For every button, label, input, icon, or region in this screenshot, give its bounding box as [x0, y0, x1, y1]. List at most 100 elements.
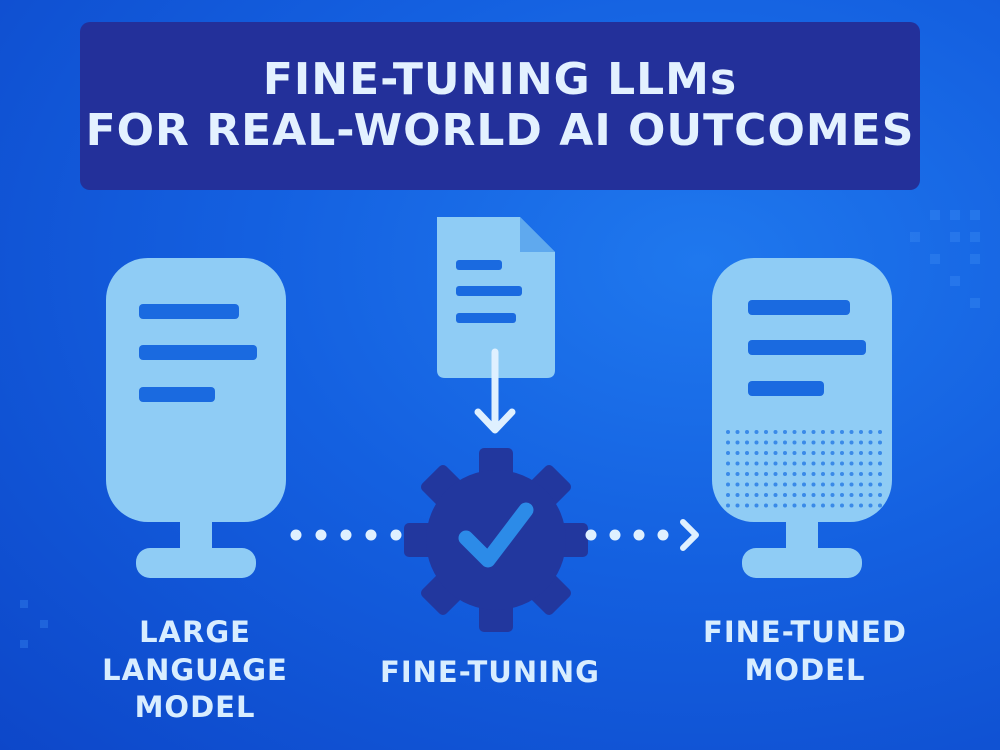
- gear-check-icon: [404, 448, 588, 632]
- dot: [764, 482, 768, 487]
- dot: [792, 503, 797, 508]
- dot: [745, 472, 749, 476]
- dot: [792, 472, 797, 476]
- dot: [878, 493, 882, 497]
- dot: [802, 472, 806, 476]
- fine-tuned-model-label: FINE-TUNED MODEL: [703, 615, 907, 687]
- dot: [830, 493, 835, 497]
- dot: [849, 493, 854, 497]
- dot: [773, 461, 778, 466]
- dot: [783, 430, 787, 434]
- dot: [745, 451, 749, 455]
- dot: [840, 503, 844, 508]
- dot: [726, 493, 730, 497]
- dot: [868, 451, 873, 455]
- dot: [811, 461, 816, 466]
- dot: [792, 451, 797, 455]
- dot: [878, 440, 882, 445]
- dot: [830, 440, 835, 445]
- dot: [792, 493, 797, 497]
- dot: [726, 503, 730, 508]
- dot: [849, 461, 854, 466]
- dot: [821, 451, 825, 455]
- dot: [821, 493, 825, 497]
- dot: [878, 451, 882, 455]
- dot: [859, 503, 863, 508]
- dot: [792, 440, 797, 445]
- dot: [792, 430, 797, 434]
- dot: [830, 430, 835, 434]
- down-arrow-icon: [474, 348, 516, 434]
- dot: [745, 430, 749, 434]
- dot: [735, 472, 740, 476]
- dot: [878, 430, 882, 434]
- title-line-1: FINE-TUNING LLMs: [262, 54, 738, 106]
- dot: [868, 461, 873, 466]
- dot: [849, 440, 854, 445]
- dot: [821, 440, 825, 445]
- dot: [830, 503, 835, 508]
- dot: [802, 503, 806, 508]
- dot: [811, 472, 816, 476]
- dot: [754, 472, 759, 476]
- dot: [783, 440, 787, 445]
- dot: [726, 451, 730, 455]
- dot: [868, 472, 873, 476]
- dot: [840, 430, 844, 434]
- dot: [726, 430, 730, 434]
- dot: [754, 451, 759, 455]
- dot: [735, 440, 740, 445]
- dot: [783, 503, 787, 508]
- title-line-2: FOR REAL-WORLD AI OUTCOMES: [85, 105, 915, 156]
- dot: [859, 440, 863, 445]
- dot: [878, 472, 882, 476]
- llm-label: LARGE LANGUAGE MODEL: [102, 615, 288, 725]
- dot: [773, 451, 778, 455]
- dot: [859, 472, 863, 476]
- dot: [878, 503, 882, 508]
- dot: [849, 503, 854, 508]
- dot: [754, 440, 759, 445]
- dot: [811, 451, 816, 455]
- dot: [783, 472, 787, 476]
- dot: [821, 461, 825, 466]
- dot: [811, 493, 816, 497]
- dot: [773, 493, 778, 497]
- dot: [840, 440, 844, 445]
- dot: [868, 430, 873, 434]
- dot-pattern: [726, 430, 882, 508]
- dot: [830, 451, 835, 455]
- dot: [878, 482, 882, 487]
- dot: [868, 493, 873, 497]
- dot: [754, 430, 759, 434]
- dot: [745, 503, 749, 508]
- dot: [764, 472, 768, 476]
- dot: [849, 482, 854, 487]
- dot: [840, 482, 844, 487]
- dot: [821, 430, 825, 434]
- dot: [802, 451, 806, 455]
- dot: [830, 472, 835, 476]
- dot: [783, 482, 787, 487]
- dot: [868, 440, 873, 445]
- dot: [840, 472, 844, 476]
- dot: [868, 482, 873, 487]
- dot: [764, 440, 768, 445]
- dot: [745, 440, 749, 445]
- dotted-connector-left: [290, 529, 402, 541]
- dot: [754, 503, 759, 508]
- dot: [726, 440, 730, 445]
- background-pattern: [20, 210, 980, 648]
- dot: [840, 451, 844, 455]
- dot: [735, 451, 740, 455]
- dot: [792, 482, 797, 487]
- dot: [802, 440, 806, 445]
- fine-tuning-label: FINE-TUNING: [380, 655, 600, 689]
- dot: [764, 430, 768, 434]
- dot: [830, 461, 835, 466]
- dot: [754, 493, 759, 497]
- dot: [859, 493, 863, 497]
- dot: [849, 472, 854, 476]
- dot: [773, 472, 778, 476]
